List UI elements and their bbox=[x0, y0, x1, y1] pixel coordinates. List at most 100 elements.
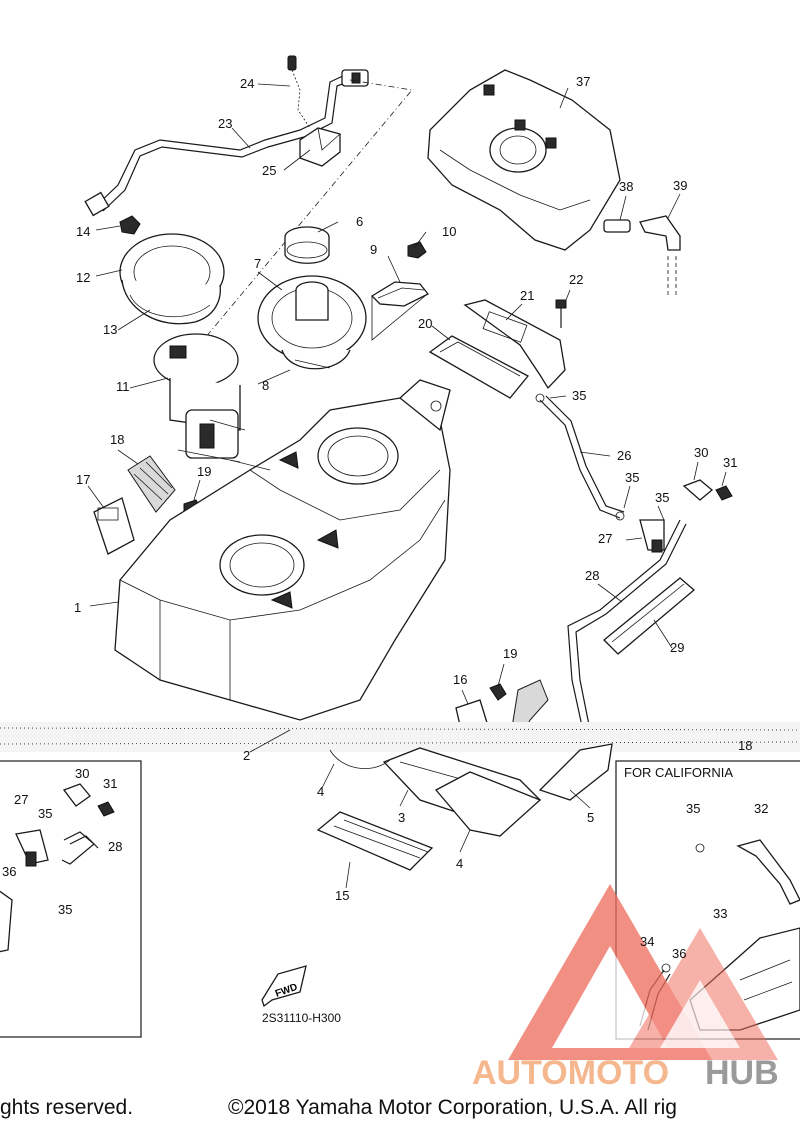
inset-callout-30: 30 bbox=[75, 766, 89, 781]
callout-35b: 35 bbox=[625, 470, 639, 485]
bolt-22 bbox=[555, 299, 567, 328]
hose-26 bbox=[539, 395, 625, 519]
callout-18: 18 bbox=[110, 432, 124, 447]
pump-leader bbox=[209, 419, 271, 471]
bolt-31 bbox=[715, 485, 733, 501]
cover-5 bbox=[538, 743, 613, 801]
inset-callout-28: 28 bbox=[108, 839, 122, 854]
inset-left bbox=[0, 760, 142, 1038]
callout-38: 38 bbox=[619, 179, 633, 194]
bracket-30 bbox=[682, 479, 714, 501]
damper-18 bbox=[127, 455, 176, 513]
ca-callout-35: 35 bbox=[686, 801, 700, 816]
inset-callout-31: 31 bbox=[103, 776, 117, 791]
clip-35 bbox=[535, 393, 545, 403]
plate-13 bbox=[121, 279, 221, 325]
watermark-text-2: HUB bbox=[705, 1054, 779, 1092]
callout-10: 10 bbox=[442, 224, 456, 239]
callout-20: 20 bbox=[418, 316, 432, 331]
leader-dash bbox=[194, 79, 413, 351]
protector-20 bbox=[428, 335, 530, 399]
ca-callout-33: 33 bbox=[713, 906, 727, 921]
leader-lines bbox=[87, 83, 727, 889]
callout-11: 11 bbox=[116, 379, 130, 394]
copyright-footer: ghts reserved. ©2018 Yamaha Motor Corpor… bbox=[0, 1092, 800, 1132]
callout-12: 12 bbox=[76, 270, 90, 285]
callout-31: 31 bbox=[723, 455, 737, 470]
pad-15 bbox=[316, 811, 434, 871]
callout-4a: 4 bbox=[317, 784, 324, 799]
holder-25 bbox=[299, 127, 341, 167]
callout-35a: 35 bbox=[572, 388, 586, 403]
inset-callout-35a: 35 bbox=[38, 806, 52, 821]
ca-callout-36: 36 bbox=[672, 946, 686, 961]
fitting-38 bbox=[603, 219, 631, 233]
callout-18-right: 18 bbox=[738, 738, 752, 753]
inset-callout-36: 36 bbox=[2, 864, 16, 879]
panel-4b bbox=[329, 749, 391, 769]
callout-21: 21 bbox=[520, 288, 534, 303]
callout-19b: 19 bbox=[503, 646, 517, 661]
callout-13: 13 bbox=[103, 322, 117, 337]
callout-7: 7 bbox=[254, 256, 261, 271]
callout-28: 28 bbox=[585, 568, 599, 583]
scan-noise-lines bbox=[0, 727, 800, 745]
callout-16: 16 bbox=[453, 672, 467, 687]
callout-35c: 35 bbox=[655, 490, 669, 505]
callout-15: 15 bbox=[335, 888, 349, 903]
scan-noise-band bbox=[0, 722, 800, 752]
screw-19b bbox=[489, 683, 507, 701]
callout-4b: 4 bbox=[456, 856, 463, 871]
cover-29 bbox=[603, 577, 696, 655]
bracket-leader bbox=[371, 295, 426, 341]
callout-8: 8 bbox=[262, 378, 269, 393]
callout-5: 5 bbox=[587, 810, 594, 825]
filler-neck-8 bbox=[281, 281, 351, 370]
panel-4 bbox=[434, 771, 542, 837]
footer-right-text: ©2018 Yamaha Motor Corporation, U.S.A. A… bbox=[228, 1096, 677, 1119]
fuel-tank-1 bbox=[114, 379, 451, 721]
watermark-logo bbox=[508, 884, 778, 1060]
clip-35b bbox=[615, 511, 625, 521]
ca-callout-34: 34 bbox=[640, 934, 654, 949]
fwd-arrow: FWD bbox=[261, 965, 307, 1008]
joint-27 bbox=[639, 519, 665, 553]
damper-17 bbox=[93, 497, 135, 555]
callout-26: 26 bbox=[617, 448, 631, 463]
callout-27: 27 bbox=[598, 531, 612, 546]
callout-2: 2 bbox=[243, 748, 250, 763]
inset-callout-35b: 35 bbox=[58, 902, 72, 917]
clip-24 bbox=[287, 55, 311, 129]
diagram-code: 2S31110-H300 bbox=[262, 1011, 341, 1025]
callout-24: 24 bbox=[240, 76, 254, 91]
callout-30: 30 bbox=[694, 445, 708, 460]
cover-37 bbox=[427, 69, 621, 251]
callout-23: 23 bbox=[218, 116, 232, 131]
ca-callout-32: 32 bbox=[754, 801, 768, 816]
callout-39: 39 bbox=[673, 178, 687, 193]
fuel-hose-23 bbox=[84, 69, 369, 217]
hose-28 bbox=[567, 519, 687, 741]
watermark-text-1: AUTOMOTO bbox=[472, 1054, 669, 1092]
fuel-pump-11 bbox=[153, 333, 241, 463]
footer-left-text: ghts reserved. bbox=[0, 1096, 134, 1119]
hose-39 bbox=[639, 215, 681, 296]
callout-37: 37 bbox=[576, 74, 590, 89]
bracket-9 bbox=[370, 281, 430, 307]
callout-29: 29 bbox=[670, 640, 684, 655]
california-label: FOR CALIFORNIA bbox=[624, 765, 733, 780]
nut-14 bbox=[119, 215, 141, 235]
callout-14: 14 bbox=[76, 224, 90, 239]
inset-callout-27: 27 bbox=[14, 792, 28, 807]
callout-17: 17 bbox=[76, 472, 90, 487]
callout-labels: 1 2 3 4 4 5 6 7 8 9 10 11 12 13 14 15 16… bbox=[2, 74, 768, 961]
callout-22: 22 bbox=[569, 272, 583, 287]
callout-3: 3 bbox=[398, 810, 405, 825]
cap-6 bbox=[284, 226, 330, 264]
callout-9: 9 bbox=[370, 242, 377, 257]
callout-25: 25 bbox=[262, 163, 276, 178]
callout-19a: 19 bbox=[197, 464, 211, 479]
bracket-21 bbox=[463, 299, 566, 390]
